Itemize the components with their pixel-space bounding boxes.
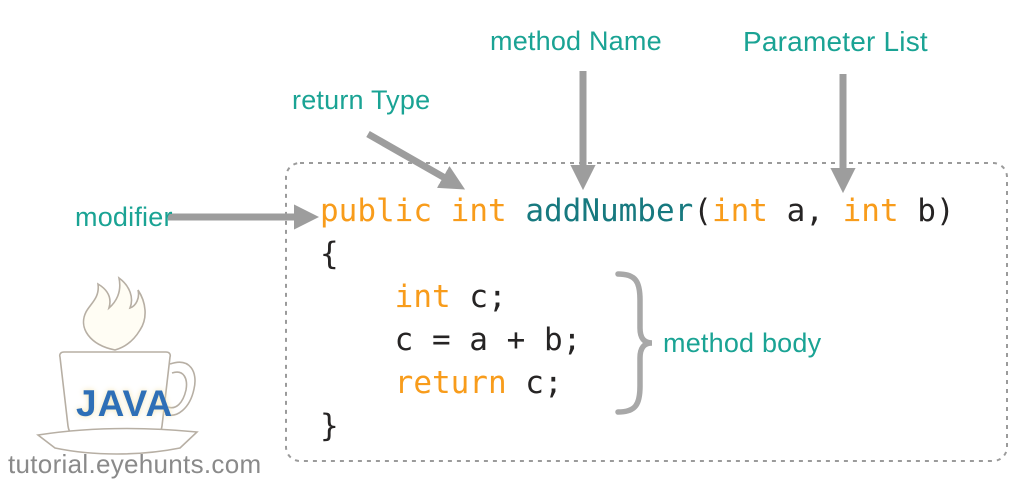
cup-handle-inner: [167, 371, 188, 409]
code-line: }: [320, 408, 339, 444]
code-line: public int addNumber(int a, int b): [320, 193, 955, 229]
cup-handle-outer: [164, 361, 196, 416]
label-modifier: modifier: [75, 202, 173, 232]
code-line: {: [320, 236, 339, 272]
code-line: c = a + b;: [320, 322, 582, 358]
java-cup-logo: JAVA: [36, 276, 199, 455]
label-parameter-list: Parameter List: [743, 26, 928, 57]
return-type-arrow: [366, 130, 466, 190]
code-box-border: [285, 162, 1008, 462]
label-method-body: method body: [663, 328, 822, 358]
flame-icon: [82, 276, 146, 351]
code-line: int c;: [394, 279, 507, 315]
label-return-type: return Type: [292, 85, 431, 115]
saucer-icon: [36, 427, 199, 455]
code-line: return c;: [394, 365, 563, 401]
logo-java-text: JAVA: [76, 383, 173, 424]
site-watermark: tutorial.eyehunts.com: [8, 449, 262, 479]
method-body-brace: [615, 271, 653, 415]
label-method-name: method Name: [490, 26, 662, 56]
code-block: public int addNumber(int a, int b) { int …: [320, 190, 955, 448]
